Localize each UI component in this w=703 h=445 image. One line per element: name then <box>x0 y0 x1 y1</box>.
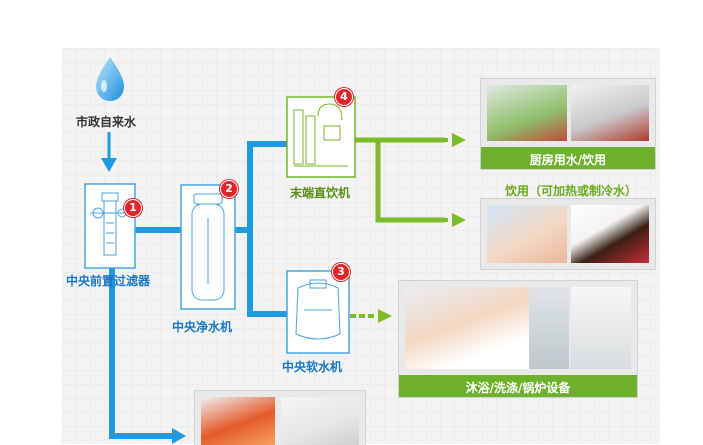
water-drop-icon <box>96 57 124 101</box>
terminal-device <box>286 96 356 178</box>
arrow-to-bathing <box>378 309 392 323</box>
drinking-photo-baby <box>487 205 567 263</box>
drinking-caption: 饮用（可加热或制冷水） <box>504 184 637 198</box>
purifier-device <box>180 184 236 310</box>
prefilter-label: 中央前置过滤器 <box>66 274 151 288</box>
arrow-bottom <box>172 428 186 444</box>
kitchen-photo-sink <box>571 85 649 141</box>
kitchen-caption: 厨房用水/饮用 <box>529 153 607 167</box>
kitchen-caption-bar <box>481 147 655 169</box>
badge-terminal: 4 <box>335 88 353 106</box>
pipe-purifier-to-softener <box>247 227 289 317</box>
softener-device <box>286 270 350 354</box>
kitchen-photo-vegetables <box>487 85 567 141</box>
bathing-caption: 沐浴/洗涤/锅炉设备 <box>465 381 571 395</box>
terminal-label: 末端直饮机 <box>290 186 351 200</box>
pipe-terminal-branch <box>375 140 445 223</box>
badge-purifier: 2 <box>220 180 238 198</box>
cleaning-photo-mop <box>201 397 275 445</box>
bathing-photo-washer <box>529 287 569 369</box>
arrow-to-drinking <box>452 213 466 227</box>
arrow-to-kitchen <box>452 133 466 147</box>
drinking-output-box <box>480 198 656 270</box>
bathing-photo-boiler <box>571 287 631 369</box>
arrow-source-to-prefilter <box>101 158 117 172</box>
kitchen-output-box: 厨房用水/饮用 <box>480 78 656 170</box>
badge-softener: 3 <box>332 263 350 281</box>
bathing-photo-bath <box>405 287 529 369</box>
prefilter-device <box>84 183 136 269</box>
pipe-prefilter-down <box>109 265 175 439</box>
cleaning-photo-toilet <box>281 397 359 445</box>
cleaning-output-box <box>194 390 366 445</box>
source-label: 市政自来水 <box>76 115 137 129</box>
purifier-label: 中央净水机 <box>172 320 233 334</box>
pipe-purifier-trunk <box>233 141 293 233</box>
drinking-photo-coffee <box>571 205 649 263</box>
bathing-output-box: 沐浴/洗涤/锅炉设备 <box>398 280 638 398</box>
badge-prefilter: 1 <box>124 199 142 217</box>
bathing-caption-bar <box>399 375 637 397</box>
softener-label: 中央软水机 <box>282 360 343 374</box>
